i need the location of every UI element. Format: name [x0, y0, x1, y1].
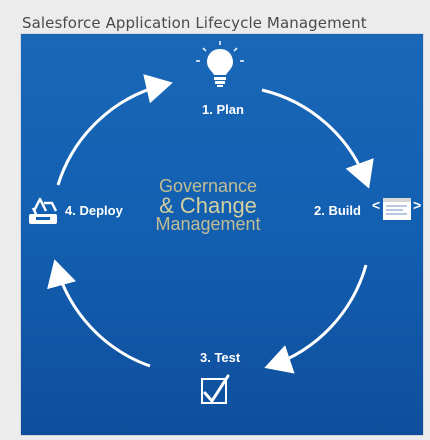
- center-line-management: Management: [155, 214, 261, 234]
- lightbulb-icon: [196, 41, 244, 87]
- lifecycle-panel: [20, 33, 424, 436]
- stage-test-label: 3. Test: [200, 350, 241, 365]
- arrow-test-to-deploy: [47, 259, 151, 368]
- code-editor-icon: < >: [372, 197, 421, 220]
- arrow-build-to-test: [264, 264, 368, 374]
- stage-build-label: 2. Build: [314, 203, 361, 218]
- diagram-title: Salesforce Application Lifecycle Managem…: [22, 14, 367, 32]
- center-line-governance: Governance: [158, 176, 258, 196]
- svg-text:>: >: [413, 197, 421, 213]
- recycle-box-icon: [29, 197, 58, 224]
- stage-plan-label: 1. Plan: [202, 102, 244, 117]
- arrow-deploy-to-plan: [56, 74, 173, 186]
- arrow-plan-to-build: [261, 88, 374, 189]
- center-label: Governance & Change Management: [150, 177, 266, 234]
- checkbox-icon: [201, 374, 230, 404]
- svg-text:<: <: [372, 197, 380, 213]
- center-line-change: & Change: [159, 193, 257, 218]
- stage-deploy-label: 4. Deploy: [65, 203, 123, 218]
